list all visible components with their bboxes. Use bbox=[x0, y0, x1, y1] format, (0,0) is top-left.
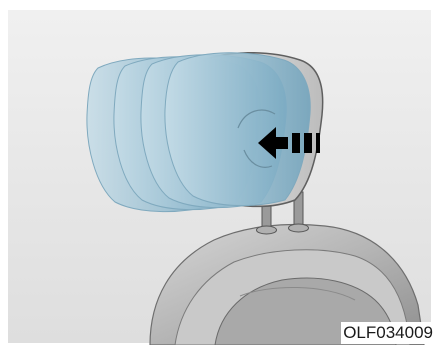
figure-image-code: OLF034009 bbox=[341, 322, 435, 344]
headrest-motion-ghosts bbox=[87, 53, 310, 212]
